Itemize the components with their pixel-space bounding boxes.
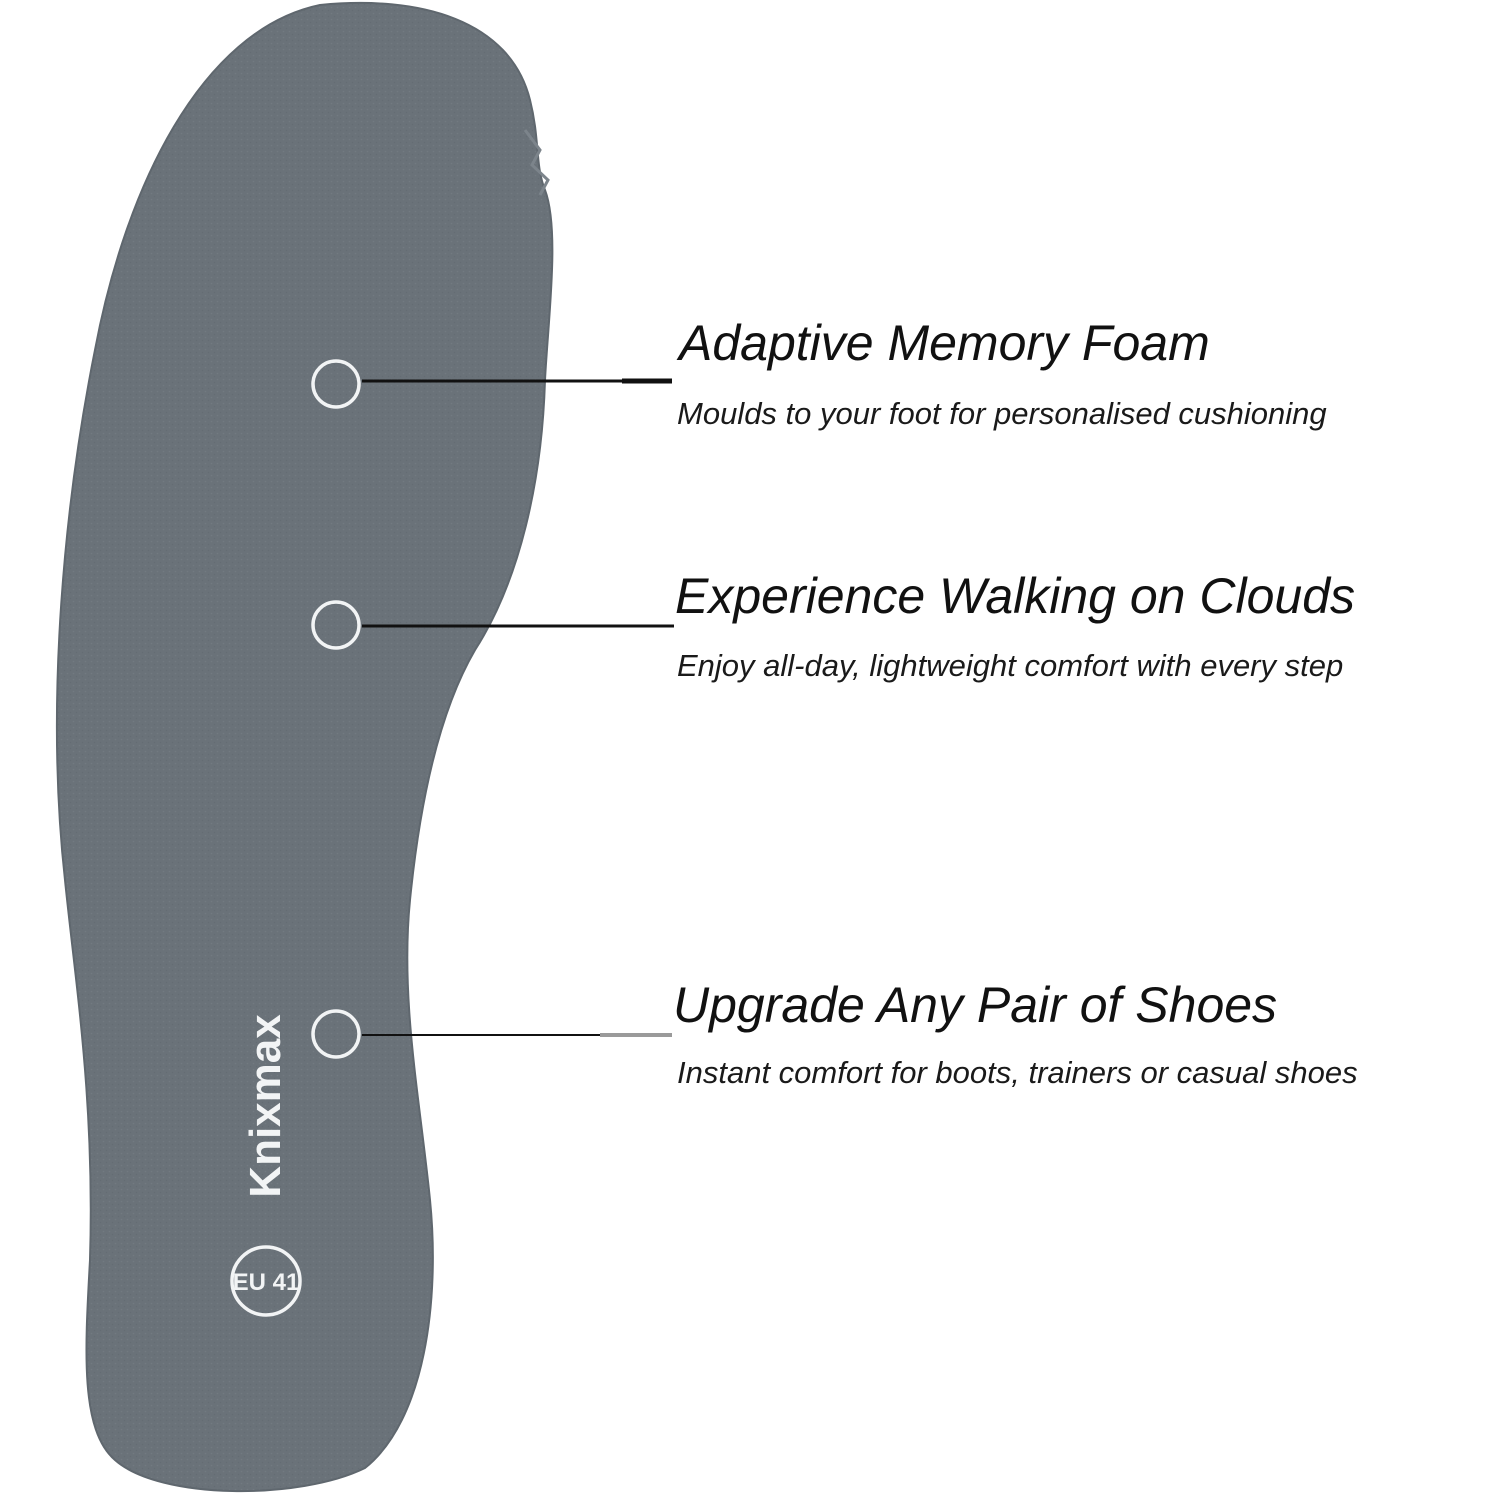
size-badge-label: EU 41 (233, 1269, 300, 1296)
marker-ring-3 (311, 1009, 361, 1059)
feature-description-memory-foam: Moulds to your foot for personalised cus… (677, 396, 1327, 431)
feature-title-upgrade-shoes: Upgrade Any Pair of Shoes (673, 977, 1278, 1033)
size-badge-ring (230, 1245, 302, 1317)
brand-name: Knixmax (241, 1014, 290, 1198)
feature-description-upgrade-shoes: Instant comfort for boots, trainers or c… (677, 1055, 1358, 1090)
marker-ring-1 (311, 359, 361, 409)
feature-description-walking-on-clouds: Enjoy all-day, lightweight comfort with … (677, 648, 1344, 683)
insole-sole (55, 1, 554, 1493)
feature-title-walking-on-clouds: Experience Walking on Clouds (675, 568, 1356, 624)
insole-toe-notch (523, 129, 550, 196)
marker-ring-2 (311, 600, 361, 650)
feature-title-memory-foam: Adaptive Memory Foam (679, 315, 1210, 371)
